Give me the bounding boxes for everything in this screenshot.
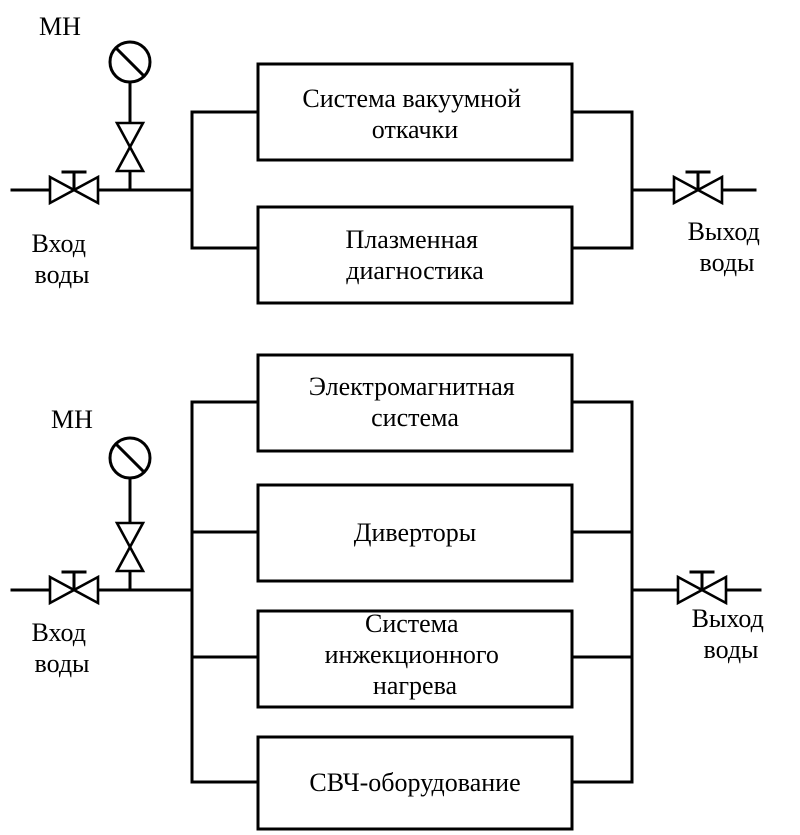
- branch-box-injection-heating: [256, 609, 574, 709]
- gauge-valve-icon-2: [114, 521, 146, 573]
- diagram-1: МН Система вакуумной откачки Плазменная …: [10, 12, 767, 305]
- outlet-label-1: Выход воды: [688, 217, 767, 277]
- gauge-label-2: МН: [51, 405, 93, 434]
- branch-box-plasma-diagnostics: [256, 205, 574, 305]
- branch-label-plasma-diagnostics: Плазменная диагностика: [345, 225, 484, 285]
- branch-label-divertors: Диверторы: [354, 518, 476, 547]
- inlet-label-1: Вход воды: [32, 229, 93, 289]
- branch-label-vacuum: Система вакуумной откачки: [302, 84, 527, 144]
- branch-box-divertors: [256, 483, 574, 583]
- outlet-label-2: Выход воды: [692, 604, 771, 664]
- outlet-valve-icon-1: [672, 170, 724, 206]
- pressure-gauge-icon-1: [108, 40, 152, 84]
- inlet-valve-icon-1: [48, 170, 100, 206]
- outlet-valve-icon-2: [676, 570, 728, 606]
- branch-label-microwave: СВЧ-оборудование: [309, 768, 520, 797]
- gauge-valve-icon-1: [114, 121, 146, 173]
- branch-label-injection-heating: Система инжекционного нагрева: [325, 609, 506, 700]
- diagram-2: МН Электромагнитная система Диверторы Си…: [10, 353, 771, 831]
- inlet-label-2: Вход воды: [32, 618, 93, 678]
- branch-box-electromagnetic: [256, 353, 574, 453]
- branch-label-electromagnetic: Электромагнитная система: [309, 372, 521, 432]
- branch-box-vacuum: [256, 62, 574, 162]
- branch-box-microwave: [256, 735, 574, 831]
- gauge-label-1: МН: [39, 12, 81, 41]
- pressure-gauge-icon-2: [108, 436, 152, 480]
- inlet-valve-icon-2: [48, 570, 100, 606]
